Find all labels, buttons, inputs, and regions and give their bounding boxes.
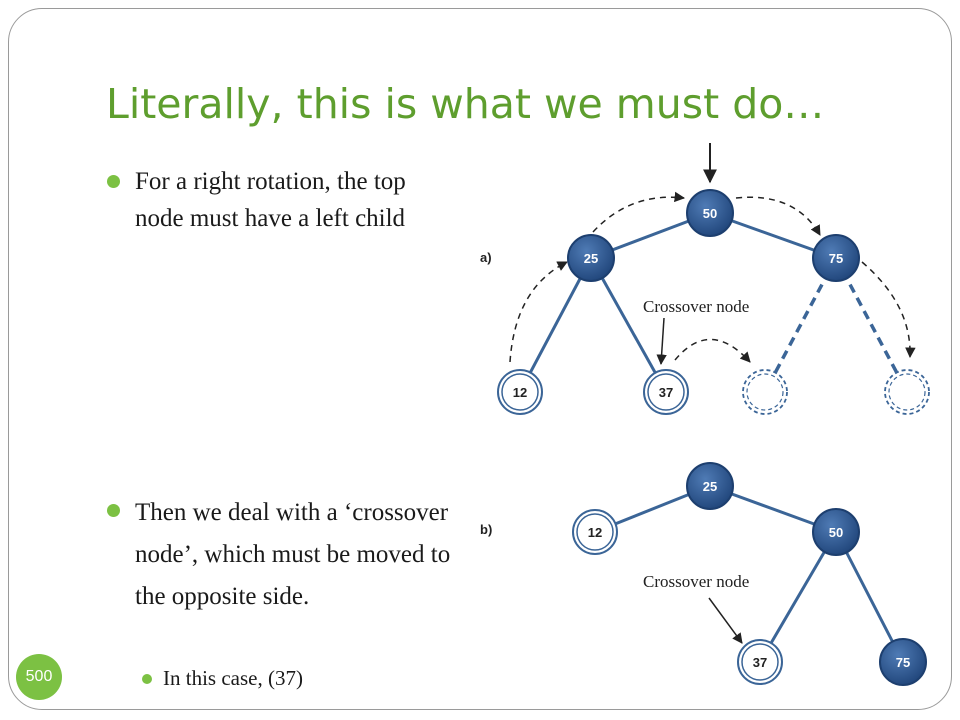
- page-number-badge: 500: [16, 654, 62, 700]
- crossover-label-b: Crossover node: [643, 572, 749, 591]
- empty-node-right: [884, 369, 930, 415]
- node-50: 50: [812, 508, 860, 556]
- bullet-text: Then we deal with a ‘crossover node’, wh…: [135, 499, 451, 610]
- crossover-pointer-a: [656, 317, 667, 366]
- node-37: 37: [643, 369, 689, 415]
- node-label: 12: [513, 385, 527, 400]
- edge-25-37: [589, 257, 668, 393]
- bullet-text: For a right rotation, the top node must …: [135, 168, 406, 232]
- node-label: 50: [829, 525, 843, 540]
- crossover-pointer-b: [708, 597, 743, 644]
- sub-bullet-text: In this case, (37): [163, 666, 303, 690]
- edge-50-75: [834, 531, 905, 663]
- edge-75-new-left: [763, 257, 838, 393]
- panel-b-label: b): [480, 522, 492, 537]
- node-label: 50: [703, 206, 717, 221]
- move-arrow-12-up: [509, 261, 568, 363]
- node-25: 25: [567, 234, 615, 282]
- sub-bullet-this-case: In this case, (37): [142, 664, 423, 692]
- panel-a: a) Crossover node 50 25 75: [480, 143, 930, 415]
- edge-50-37: [758, 531, 838, 663]
- node-label: 37: [659, 385, 673, 400]
- node-label: 25: [584, 251, 598, 266]
- slide-frame: [8, 8, 952, 710]
- bullet-right-rotation: For a right rotation, the top node must …: [107, 163, 455, 237]
- node-37: 37: [737, 639, 783, 685]
- bullet-dot: [107, 504, 120, 517]
- node-label: 75: [829, 251, 843, 266]
- node-12: 12: [572, 509, 618, 555]
- crossover-label-a: Crossover node: [643, 297, 749, 316]
- rotation-diagram: a) Crossover node 50 25 75: [480, 143, 930, 686]
- sub-bullet-dot: [142, 674, 152, 684]
- move-arrow-50-down: [735, 196, 821, 236]
- bullet-crossover: Then we deal with a ‘crossover node’, wh…: [107, 492, 455, 618]
- panel-b: b) Crossover node 25 50 75 12 37: [480, 462, 927, 686]
- move-arrow-75-down: [861, 261, 916, 359]
- panel-a-label: a): [480, 250, 492, 265]
- edge-75-new-right: [834, 257, 909, 393]
- node-label: 12: [588, 525, 602, 540]
- node-75: 75: [812, 234, 860, 282]
- edge-25-12: [518, 257, 593, 393]
- empty-node-left: [742, 369, 788, 415]
- node-75: 75: [879, 638, 927, 686]
- node-25: 25: [686, 462, 734, 510]
- node-12: 12: [497, 369, 543, 415]
- slide-title: Literally, this is what we must do…: [106, 80, 825, 128]
- node-50: 50: [686, 189, 734, 237]
- move-arrow-25-up: [592, 191, 686, 233]
- node-label: 75: [896, 655, 910, 670]
- node-label: 37: [753, 655, 767, 670]
- node-label: 25: [703, 479, 717, 494]
- bullet-dot: [107, 175, 120, 188]
- move-arrow-37-across: [674, 338, 751, 363]
